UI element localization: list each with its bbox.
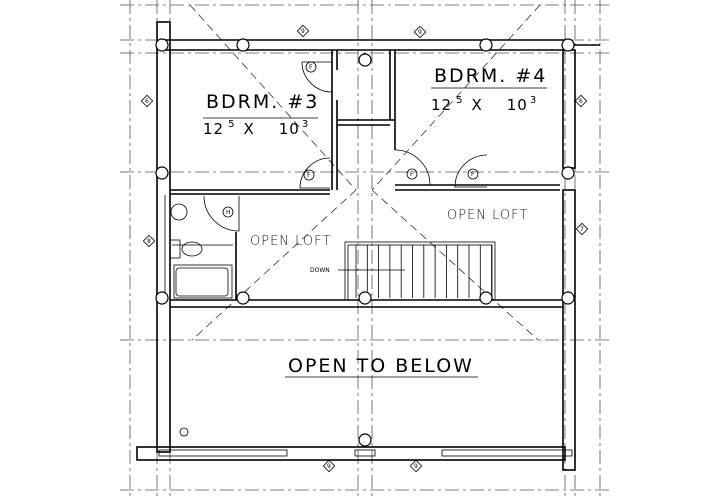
fixture-circle — [179, 427, 189, 437]
svg-text:9: 9 — [414, 463, 418, 470]
svg-text:9: 9 — [418, 29, 422, 36]
section-markers: 9 9 9 9 6 6 8 7 — [140, 24, 589, 473]
roof-hip-lines — [189, 4, 541, 341]
open-loft-left-label: OPEN LOFT — [250, 234, 331, 249]
open-to-below-label: OPEN TO BELOW — [288, 355, 474, 377]
svg-text:F: F — [410, 171, 414, 178]
exterior-walls — [136, 21, 600, 471]
interior-walls — [164, 50, 563, 308]
log-posts — [155, 38, 575, 447]
sink-icon — [170, 203, 188, 221]
svg-text:7: 7 — [580, 226, 584, 233]
stair: DOWN — [310, 241, 496, 301]
door-swings — [203, 61, 488, 232]
svg-text:6: 6 — [579, 98, 583, 105]
svg-text:H: H — [226, 209, 231, 216]
svg-text:8: 8 — [147, 238, 151, 245]
toilet-icon — [181, 241, 203, 257]
bathroom-fixtures — [169, 203, 229, 437]
svg-text:9: 9 — [327, 463, 331, 470]
bdrm3-title: BDRM. #3 — [206, 91, 319, 113]
svg-text:9: 9 — [301, 28, 305, 35]
svg-text:F: F — [307, 172, 311, 179]
stair-down-label: DOWN — [310, 267, 330, 274]
bdrm4-title: BDRM. #4 — [434, 65, 547, 87]
open-loft-right-label: OPEN LOFT — [447, 208, 528, 223]
svg-text:6: 6 — [145, 98, 149, 105]
bathtub-icon — [175, 267, 229, 297]
toilet-tank-icon — [169, 239, 181, 259]
svg-text:F: F — [309, 64, 313, 71]
svg-text:F: F — [471, 171, 475, 178]
door-tags: F F F F H — [222, 61, 479, 218]
